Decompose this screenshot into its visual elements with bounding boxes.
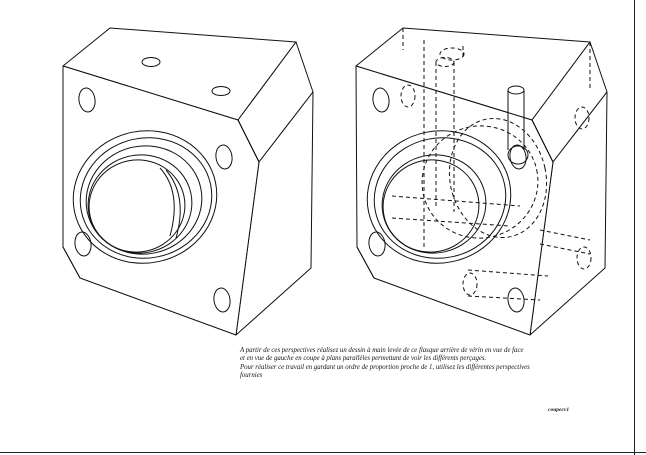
flange-perspective-hidden-lines bbox=[355, 27, 608, 336]
mounting-hole bbox=[215, 144, 233, 170]
flange-perspective-solid bbox=[62, 27, 314, 336]
technical-drawing-area bbox=[62, 27, 608, 336]
document-signature: coupecv1 bbox=[548, 407, 570, 413]
instruction-text: A partir de ces perspectives réalisez un… bbox=[240, 347, 530, 381]
top-drilling bbox=[507, 85, 529, 165]
page-border-right bbox=[634, 0, 635, 455]
instruction-paragraph-1: A partir de ces perspectives réalisez un… bbox=[240, 347, 524, 363]
mounting-hole bbox=[78, 87, 96, 113]
hidden-lines bbox=[391, 28, 592, 301]
mounting-hole bbox=[509, 144, 527, 170]
mounting-hole bbox=[213, 287, 231, 313]
page-border-bottom bbox=[0, 452, 646, 453]
top-hole bbox=[141, 57, 161, 67]
top-hole bbox=[211, 86, 231, 96]
instruction-paragraph-2: Pour réaliser ce travail en gardant un o… bbox=[240, 363, 530, 380]
central-bore bbox=[72, 130, 218, 264]
mounting-hole bbox=[372, 87, 390, 113]
mounting-hole bbox=[507, 287, 525, 313]
